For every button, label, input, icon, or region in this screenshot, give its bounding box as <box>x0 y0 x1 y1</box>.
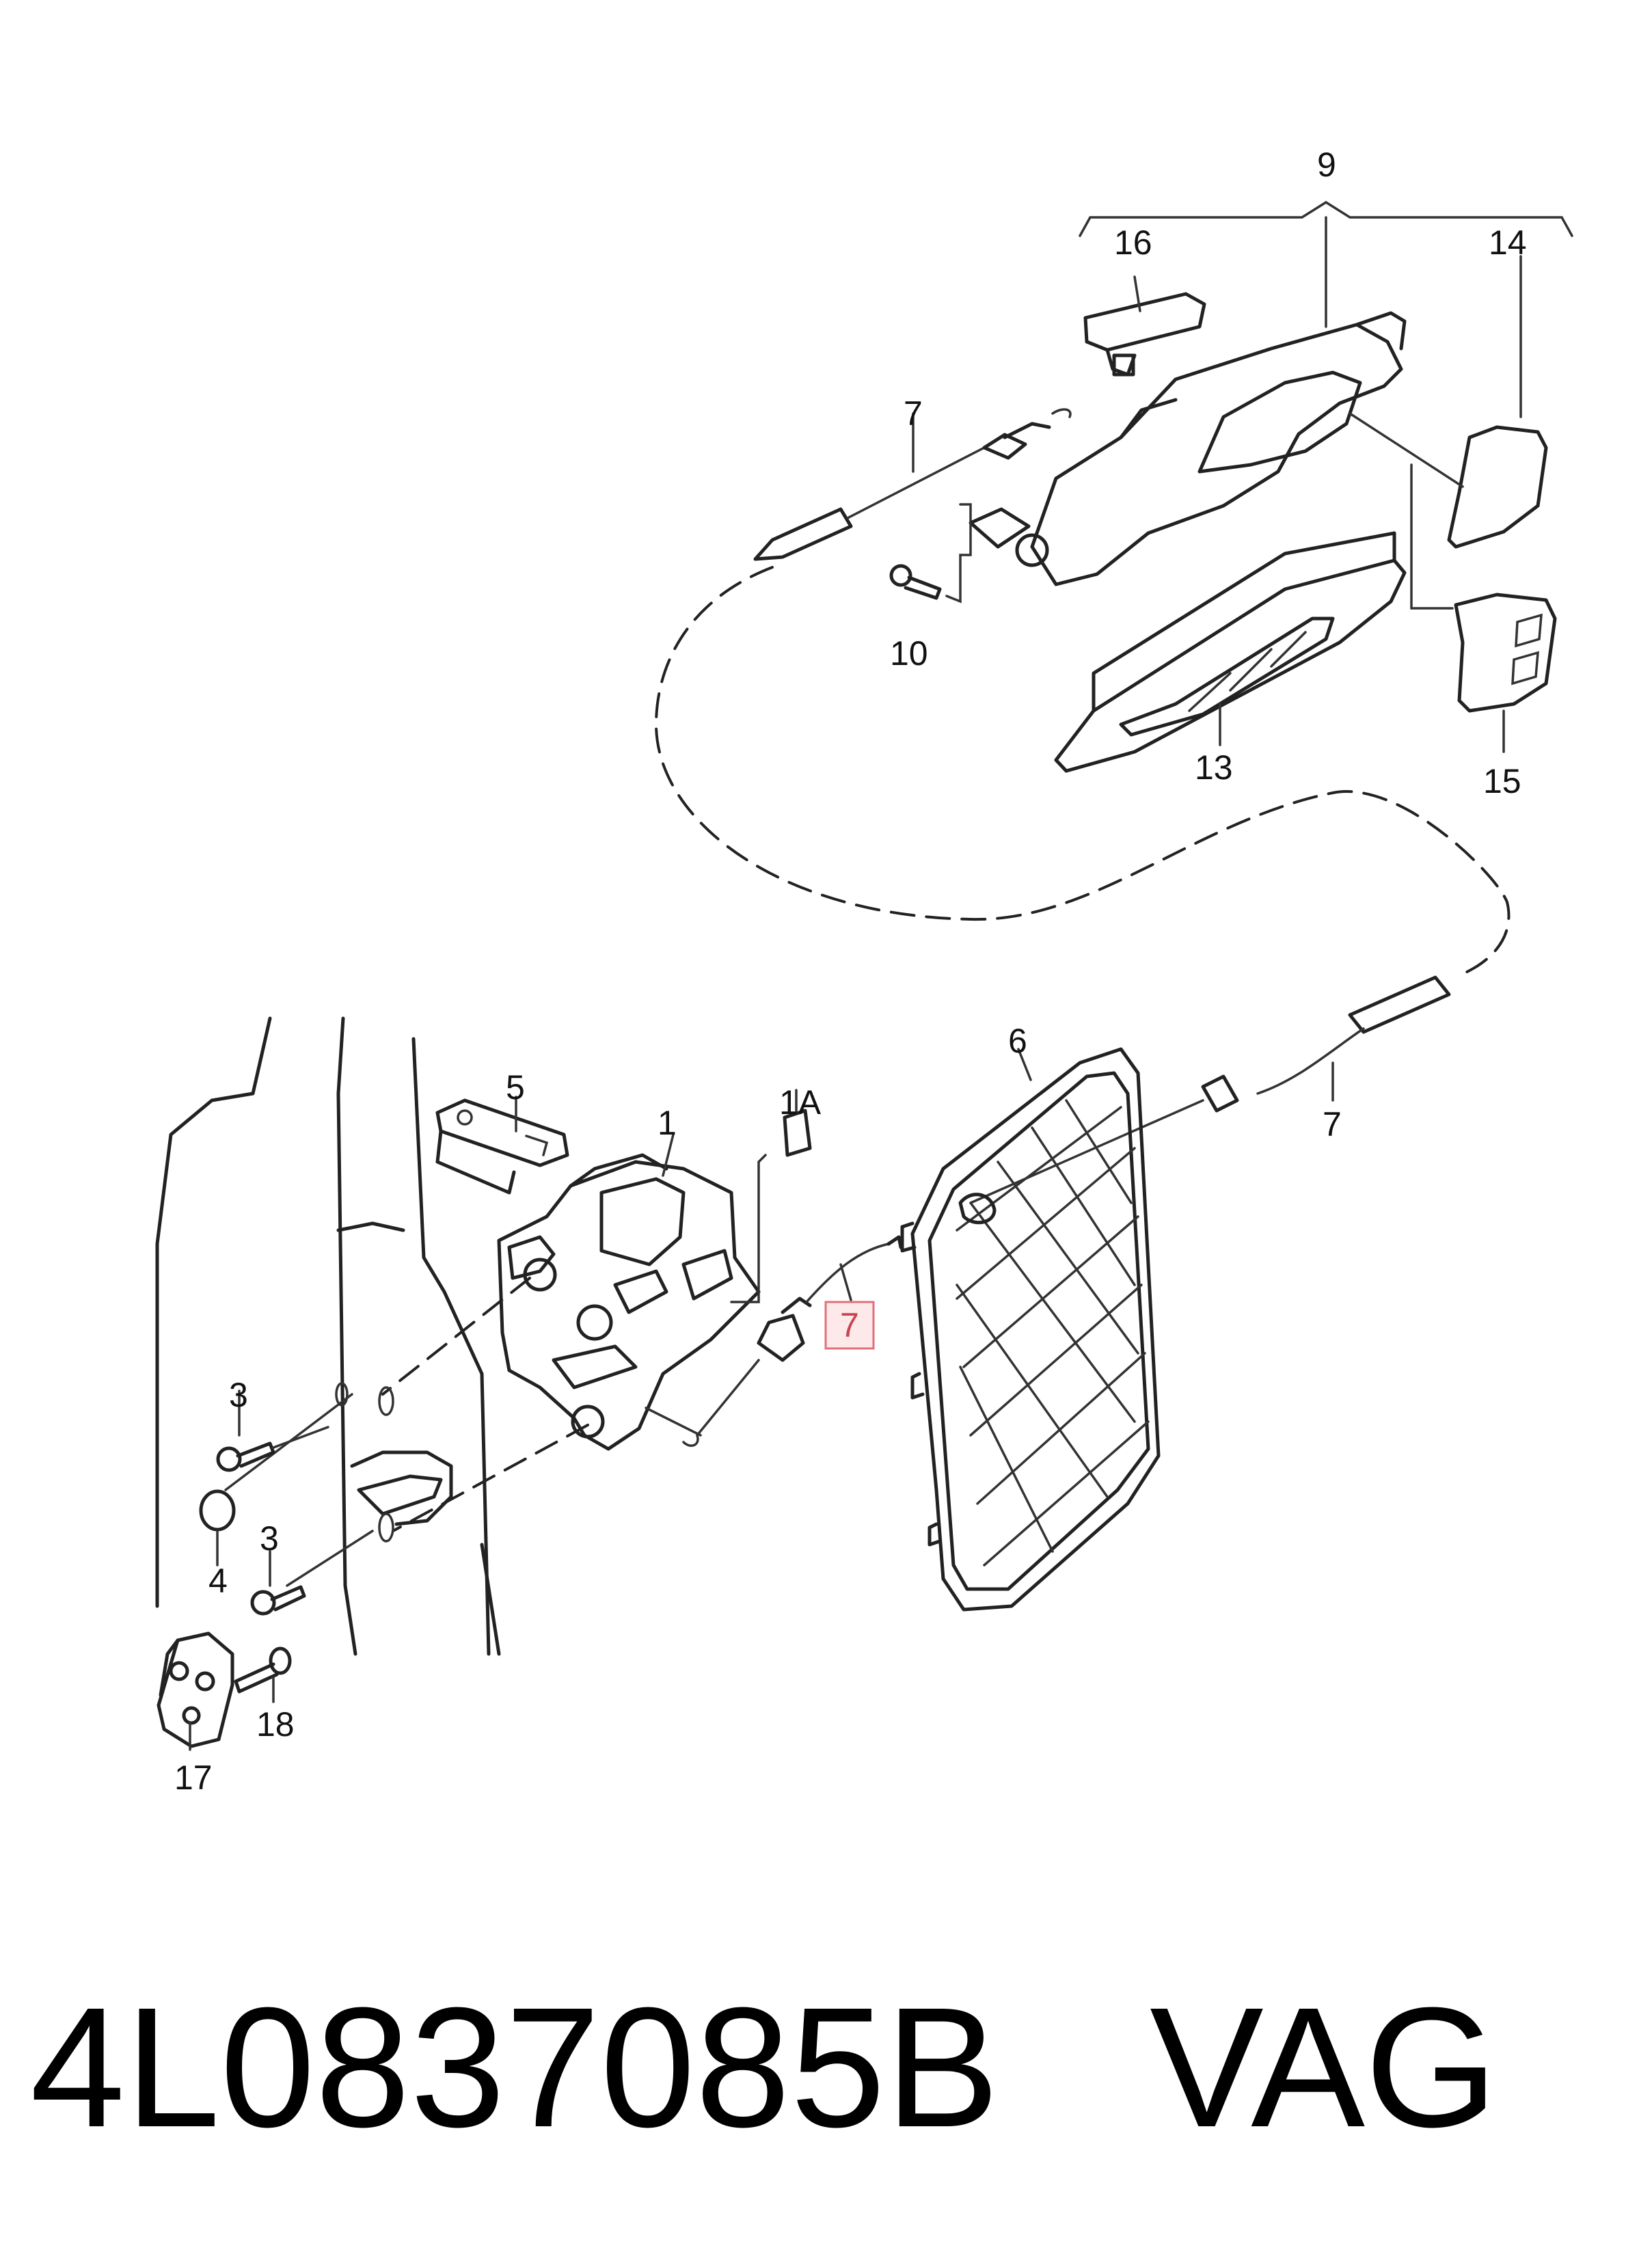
part-6-panel <box>900 1047 1161 1612</box>
callout-7-right: 7 <box>1323 1105 1342 1143</box>
callout-6: 6 <box>1008 1022 1027 1060</box>
callout-14: 14 <box>1489 223 1527 262</box>
part-9-door-handle <box>969 311 1407 586</box>
part-17-striker <box>157 1631 234 1751</box>
part-1-door-lock <box>497 1133 761 1451</box>
part-7-lock-cable <box>645 1235 903 1447</box>
callout-10: 10 <box>890 634 928 673</box>
callout-3-upper: 3 <box>229 1376 248 1414</box>
callout-3-lower: 3 <box>260 1519 279 1558</box>
part-4-cap <box>199 1489 236 1566</box>
brand-name: VAG <box>1150 1972 1498 2162</box>
callout-16: 16 <box>1114 223 1152 262</box>
screw-axes <box>224 1277 589 1587</box>
callout-1: 1 <box>658 1104 677 1142</box>
part-18-screw <box>234 1646 292 1703</box>
part-3-upper-bolt <box>216 1382 394 1543</box>
part-3-lower-bolt <box>250 1550 306 1616</box>
callout-15: 15 <box>1483 762 1521 800</box>
part-5-bracket <box>435 1096 569 1195</box>
bracket-9 <box>1079 200 1573 328</box>
part-15-switch <box>1410 463 1557 753</box>
cable-routing-path <box>654 566 1511 975</box>
part-7-upper-cable <box>753 408 1072 561</box>
callout-13: 13 <box>1195 748 1233 787</box>
callout-5: 5 <box>506 1068 525 1107</box>
part-14-cap <box>1349 255 1548 549</box>
callout-9: 9 <box>1317 146 1336 184</box>
part-16-clip <box>1083 275 1206 377</box>
part-10-bolt <box>889 503 972 603</box>
part-7-lower-cable <box>969 975 1451 1204</box>
callout-17: 17 <box>174 1759 213 1797</box>
part-number: 4L0837085B <box>30 1972 1000 2162</box>
callout-1a: 1A <box>779 1083 822 1122</box>
callout-7-upper: 7 <box>904 394 923 433</box>
callout-4: 4 <box>208 1562 228 1600</box>
part-1a-connector <box>730 1089 812 1303</box>
callout-7-highlight-box <box>824 1301 875 1350</box>
door-frame <box>155 1016 501 1656</box>
part-13-trim <box>1054 531 1407 773</box>
callout-18: 18 <box>256 1705 295 1744</box>
callout-7-highlighted: 7 <box>840 1306 859 1344</box>
footer: 4L0837085B VAG <box>30 1982 1498 2153</box>
